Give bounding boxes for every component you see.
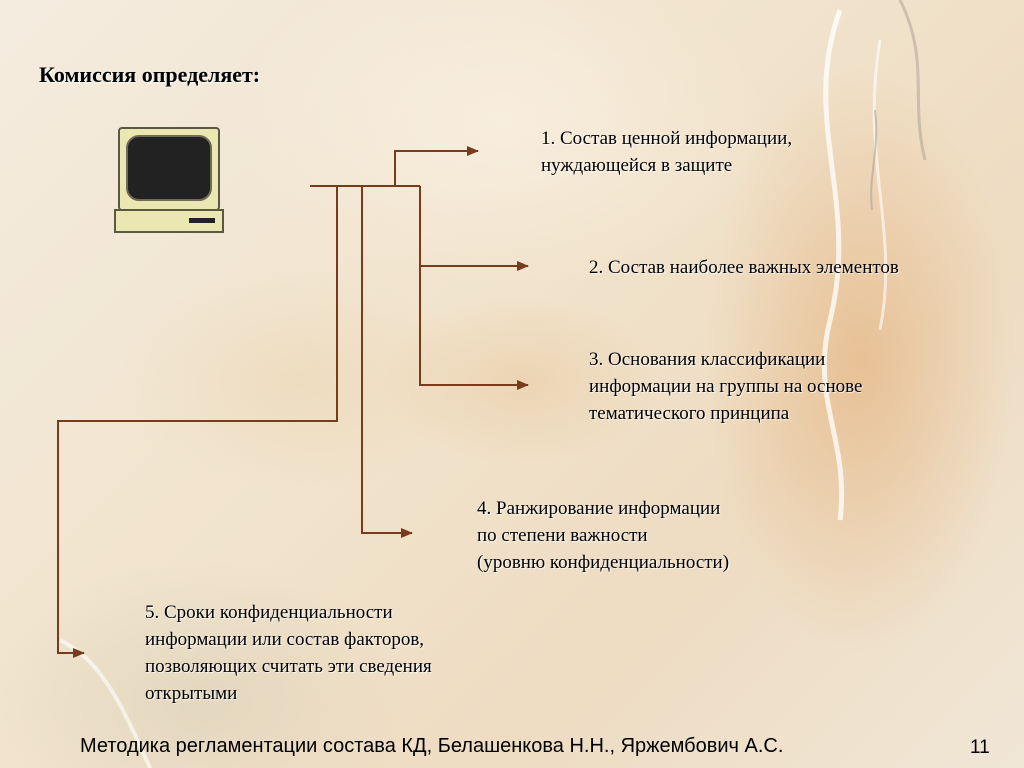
item-5-line-4: открытыми: [145, 683, 238, 704]
connector-arrow-item-3: [419, 266, 529, 390]
item-2-line-1: 2. Состав наиболее важных элементов: [589, 257, 899, 278]
list-item: 5. Сроки конфиденциальности информации и…: [145, 599, 432, 707]
list-item: 4. Ранжирование информации по степени ва…: [477, 495, 729, 576]
connector-arrow-item-5: [57, 186, 338, 658]
item-3-line-1: 3. Основания классификации: [589, 349, 826, 370]
item-5-line-2: информации или состав факторов,: [145, 629, 425, 650]
connector-arrow-item-4: [361, 186, 413, 538]
connector-arrow-item-1: [394, 146, 479, 186]
item-3-line-3: тематического принципа: [589, 403, 790, 424]
item-4-line-3: (уровню конфиденциальности): [477, 552, 730, 573]
slide-title: Комиссия определяет:: [39, 62, 261, 87]
list-item: 3. Основания классификации информации на…: [589, 346, 862, 427]
item-1-line-2: нуждающейся в защите: [541, 155, 733, 176]
page-number: 11: [970, 737, 990, 758]
item-5-line-1: 5. Сроки конфиденциальности: [145, 602, 393, 623]
slide-footer: Методика регламентации состава КД, Белаш…: [80, 735, 784, 757]
computer-monitor-icon: [114, 127, 224, 233]
item-4-line-1: 4. Ранжирование информации: [477, 498, 721, 519]
item-5-line-3: позволяющих считать эти сведения: [145, 656, 432, 677]
item-3-line-2: информации на группы на основе: [589, 376, 863, 397]
connector-arrow-item-2: [419, 186, 529, 271]
list-item: 1. Состав ценной информации, нуждающейся…: [541, 125, 792, 179]
list-item: 2. Состав наиболее важных элементов: [589, 254, 899, 281]
item-4-line-2: по степени важности: [477, 525, 648, 546]
item-1-line-1: 1. Состав ценной информации,: [541, 128, 793, 149]
